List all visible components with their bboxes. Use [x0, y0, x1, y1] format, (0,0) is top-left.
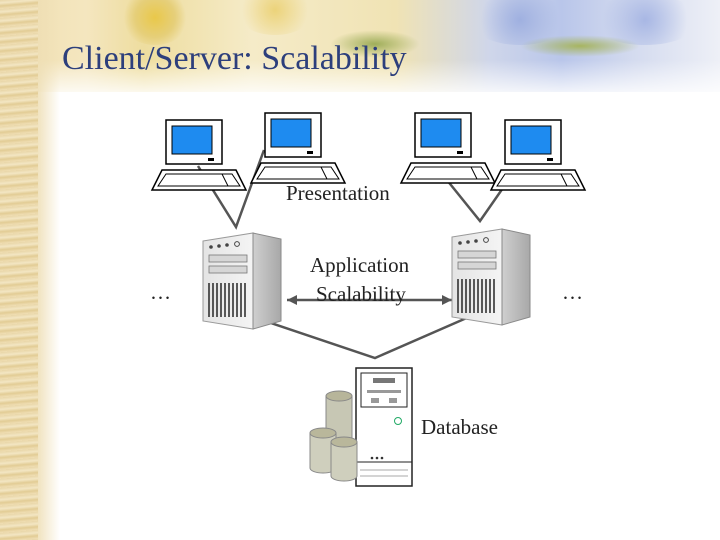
decorative-leaf — [330, 30, 420, 58]
decorative-flower — [120, 0, 190, 45]
ellipsis-right: … — [562, 280, 583, 304]
arrow-left-head — [287, 295, 297, 305]
decorative-left-band — [0, 0, 38, 540]
client-workstation-1 — [151, 119, 247, 191]
client-workstation-4 — [490, 119, 586, 191]
ellipsis-left: … — [150, 280, 171, 304]
arrow-right-head — [442, 295, 452, 305]
client-workstation-3 — [400, 112, 496, 184]
presentation-label: Presentation — [286, 181, 390, 205]
slide-title: Client/Server: Scalability — [62, 40, 407, 77]
database-icon — [309, 367, 413, 487]
database-label: Database — [421, 415, 498, 439]
decorative-leaf — [520, 35, 640, 57]
decorative-left-fade — [38, 0, 60, 540]
application-label: Application — [310, 253, 410, 277]
client-workstation-2 — [250, 112, 346, 184]
application-server-left — [202, 232, 282, 330]
application-server-right — [451, 228, 531, 326]
decorative-fade — [0, 60, 720, 100]
scalability-label: Scalability — [316, 282, 406, 306]
line-servers-to-database — [249, 311, 479, 360]
